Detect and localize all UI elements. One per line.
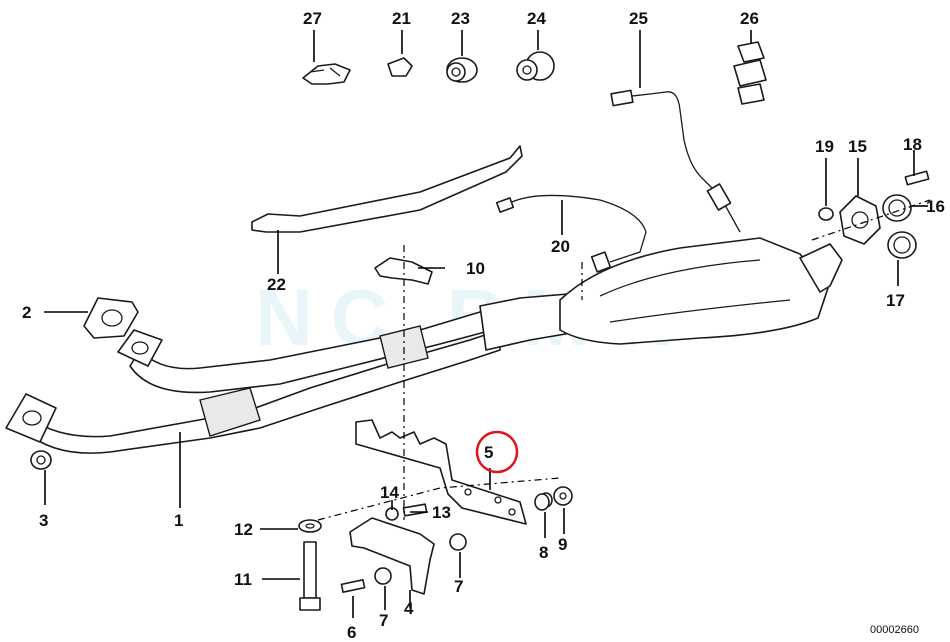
callout-13: 13 (432, 503, 451, 522)
part-27-clip (302, 63, 351, 85)
callout-27: 27 (303, 9, 322, 28)
part-25-oxygen-sensor (610, 89, 741, 233)
part-8-washer (534, 493, 550, 511)
callout-5-highlight-circle (475, 430, 519, 474)
callout-2: 2 (22, 303, 31, 322)
part-24-nut (516, 51, 555, 81)
callout-15: 15 (848, 137, 867, 156)
callout-22: 22 (267, 275, 286, 294)
callout-24: 24 (527, 9, 546, 28)
part-3-nut (30, 450, 52, 470)
part-26-clip (733, 41, 767, 105)
part-11-bolt (299, 541, 321, 611)
part-9-nut (553, 486, 573, 506)
part-13-bolt (402, 503, 428, 517)
callout-9: 9 (558, 535, 567, 554)
callout-7-lower: 7 (379, 611, 388, 630)
callout-10: 10 (466, 259, 485, 278)
part-20-oxygen-sensor (495, 194, 647, 273)
callout-26: 26 (740, 9, 759, 28)
part-7-nut-middle (449, 533, 467, 551)
part-21-clip (387, 57, 413, 77)
callout-1: 1 (174, 511, 183, 530)
part-10-hanger (374, 257, 433, 285)
part-18-bolt (904, 170, 930, 186)
part-6-bolt (340, 579, 366, 593)
diagram-reference-number: 00002660 (870, 624, 919, 636)
part-22-bracket (251, 145, 523, 233)
part-12-washer (298, 519, 322, 533)
part-2-flange-gasket (83, 297, 139, 339)
centerline-flange (811, 199, 931, 241)
callout-3: 3 (39, 511, 48, 530)
part-23-nut (446, 57, 478, 83)
centerline-bracket (317, 477, 561, 521)
callout-8: 8 (539, 543, 548, 562)
part-muffler (559, 237, 843, 345)
callout-19: 19 (815, 137, 834, 156)
part-4-holder (349, 517, 435, 595)
callout-17: 17 (886, 291, 905, 310)
callout-20: 20 (551, 237, 570, 256)
callout-23: 23 (451, 9, 470, 28)
part-5-bracket (355, 419, 527, 525)
part-15-gasket (839, 195, 881, 245)
callout-21: 21 (392, 9, 411, 28)
callout-25: 25 (629, 9, 648, 28)
callout-6: 6 (347, 623, 356, 642)
callout-labels: 27 21 23 24 25 26 22 10 20 2 3 1 19 15 1… (22, 9, 945, 642)
callout-5: 5 (484, 443, 493, 462)
leader-lines (44, 30, 928, 618)
callout-7-middle: 7 (454, 577, 463, 596)
callout-12: 12 (234, 520, 253, 539)
callout-4: 4 (404, 599, 414, 618)
callout-16: 16 (926, 197, 945, 216)
callout-14: 14 (380, 483, 399, 502)
callout-18: 18 (903, 135, 922, 154)
part-17-sealing-ring (887, 231, 917, 259)
callout-11: 11 (234, 570, 252, 589)
part-7-nut-lower (374, 567, 392, 585)
part-16-sealing-ring (882, 194, 912, 222)
part-19-nut (818, 207, 834, 221)
